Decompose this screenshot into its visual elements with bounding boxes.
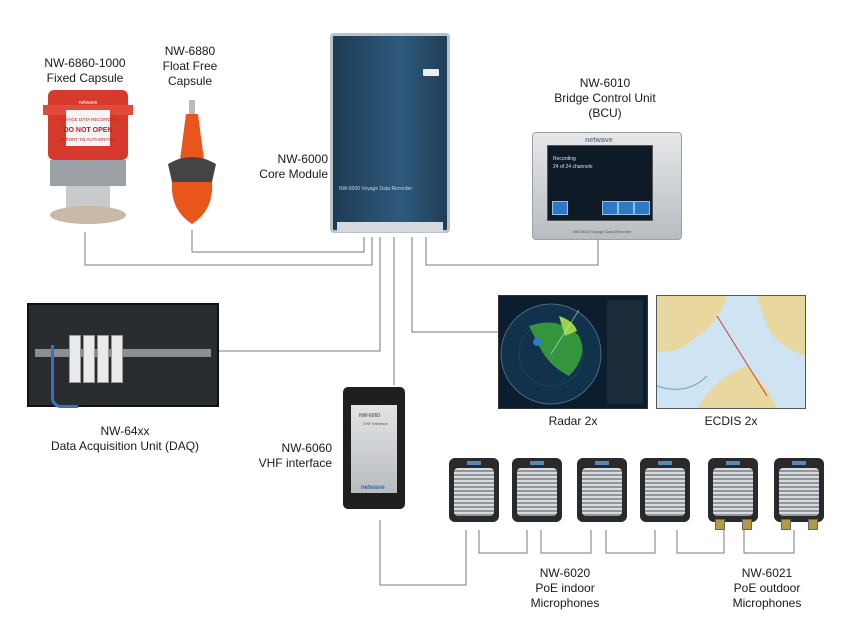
core-port-strip bbox=[337, 222, 443, 232]
outdoor-mics-label: NW-6021 PoE outdoor Microphones bbox=[712, 566, 822, 611]
mic-tag bbox=[595, 461, 609, 465]
bcu-label: NW-6010 Bridge Control Unit (BCU) bbox=[540, 76, 670, 121]
indoor-mics-name-1: PoE indoor bbox=[535, 581, 595, 595]
fixed-capsule-label: NW-6860-1000 Fixed Capsule bbox=[40, 56, 130, 86]
mic-grille bbox=[779, 468, 819, 516]
radar-label: Radar 2x bbox=[548, 414, 598, 428]
mic-tag bbox=[792, 461, 806, 465]
vhf-label: NW-6060 VHF interface bbox=[248, 441, 332, 471]
indoor-mics-name-2: Microphones bbox=[530, 596, 600, 610]
outdoor-microphone bbox=[774, 458, 824, 530]
vhf-model: NW-6060 bbox=[281, 441, 332, 455]
outdoor-mics-name-2: Microphones bbox=[732, 596, 802, 610]
mic-grille bbox=[645, 468, 685, 516]
line-daq bbox=[219, 237, 381, 352]
outdoor-mics-model: NW-6021 bbox=[741, 566, 793, 580]
indoor-mics-label: NW-6020 PoE indoor Microphones bbox=[510, 566, 620, 611]
bcu-soft-key-2 bbox=[602, 201, 618, 215]
fixed-capsule-device: netwave VOYAGE DATA RECORDER DO NOT OPEN… bbox=[43, 90, 133, 224]
indoor-microphone bbox=[449, 458, 499, 522]
line-mic-6 bbox=[743, 530, 795, 554]
bcu-brand: netwave bbox=[585, 137, 613, 144]
capsule-warning-2: REPORT TO AUTHORITIES bbox=[59, 137, 116, 142]
mic-cable-gland bbox=[715, 519, 725, 530]
fixed-capsule-model: NW-6860-1000 bbox=[44, 56, 126, 70]
capsule-header: VOYAGE DATA RECORDER bbox=[59, 117, 118, 122]
mic-tag bbox=[726, 461, 740, 465]
mic-cable-gland bbox=[781, 519, 791, 530]
outdoor-mics-name-1: PoE outdoor bbox=[733, 581, 801, 595]
mic-tag bbox=[467, 461, 481, 465]
bcu-status-2: 24 of 24 channels bbox=[553, 164, 593, 170]
mic-grille bbox=[454, 468, 494, 516]
core-model-text: NW-6000 Voyage Data Recorder bbox=[339, 186, 413, 192]
core-module-label: NW-6000 Core Module bbox=[248, 152, 328, 182]
vhf-device: NW-6060 VHF Interface netwave bbox=[343, 387, 405, 509]
vhf-device-sub: VHF Interface bbox=[363, 421, 388, 426]
outdoor-microphone bbox=[708, 458, 758, 530]
vhf-device-model: NW-6060 bbox=[359, 413, 381, 419]
daq-label: NW-64xx Data Acquisition Unit (DAQ) bbox=[40, 424, 210, 454]
daq-device bbox=[27, 303, 219, 408]
bcu-name: Bridge Control Unit bbox=[554, 91, 656, 105]
capsule-warning-1: DO NOT OPEN bbox=[63, 127, 112, 134]
capsule-brand: netwave bbox=[79, 100, 98, 106]
line-mic-1 bbox=[379, 520, 467, 586]
fixed-capsule-name: Fixed Capsule bbox=[46, 71, 124, 85]
core-module-name: Core Module bbox=[259, 167, 328, 181]
mic-grille bbox=[517, 468, 557, 516]
indoor-microphone bbox=[577, 458, 627, 522]
daq-din-rail bbox=[35, 349, 211, 357]
indoor-microphone bbox=[640, 458, 690, 522]
line-mic-2 bbox=[478, 530, 528, 554]
mic-tag bbox=[658, 461, 672, 465]
mic-grille bbox=[713, 468, 753, 516]
ecdis-display bbox=[656, 295, 806, 409]
float-free-name-1: Float Free bbox=[162, 59, 218, 73]
core-logo-badge bbox=[423, 69, 439, 76]
indoor-mics-model: NW-6020 bbox=[539, 566, 591, 580]
float-free-model: NW-6880 bbox=[164, 44, 216, 58]
bcu-abbr: (BCU) bbox=[588, 106, 622, 120]
line-mic-5 bbox=[676, 530, 725, 554]
bcu-screen: Recording 24 of 24 channels bbox=[547, 145, 653, 221]
vhf-face bbox=[351, 405, 397, 493]
bcu-soft-key-1 bbox=[552, 201, 568, 215]
daq-cable bbox=[51, 345, 78, 408]
line-radar bbox=[411, 237, 498, 333]
indoor-microphone bbox=[512, 458, 562, 522]
core-module-device: NW-6000 Voyage Data Recorder bbox=[330, 33, 450, 233]
float-free-device bbox=[168, 100, 216, 224]
float-free-label: NW-6880 Float Free Capsule bbox=[150, 44, 230, 89]
daq-model: NW-64xx bbox=[100, 424, 150, 438]
line-mic-4 bbox=[605, 530, 656, 554]
bcu-status-1: Recording bbox=[553, 156, 576, 162]
bcu-soft-key-3 bbox=[618, 201, 634, 215]
mic-tag bbox=[530, 461, 544, 465]
daq-module bbox=[111, 335, 123, 383]
vhf-brand: netwave bbox=[361, 485, 385, 491]
daq-module bbox=[97, 335, 109, 383]
float-free-name-2: Capsule bbox=[167, 74, 213, 88]
daq-name: Data Acquisition Unit (DAQ) bbox=[50, 439, 200, 453]
bcu-device: netwave Recording 24 of 24 channels NW-6… bbox=[532, 132, 682, 240]
line-mic-3 bbox=[540, 530, 592, 554]
ecdis-label: ECDIS 2x bbox=[704, 414, 758, 428]
mic-cable-gland bbox=[808, 519, 818, 530]
line-fixed-capsule bbox=[84, 232, 373, 266]
daq-module bbox=[83, 335, 95, 383]
mic-cable-gland bbox=[742, 519, 752, 530]
bcu-model: NW-6010 bbox=[579, 76, 631, 90]
line-float-free bbox=[191, 230, 365, 253]
core-module-model: NW-6000 bbox=[277, 152, 328, 166]
mic-grille bbox=[582, 468, 622, 516]
bcu-soft-key-4 bbox=[634, 201, 650, 215]
vhf-name: VHF interface bbox=[258, 456, 332, 470]
radar-display bbox=[498, 295, 648, 409]
line-bcu bbox=[425, 237, 599, 266]
bcu-footer: NW-6010 Voyage Data Recorder bbox=[573, 229, 632, 234]
